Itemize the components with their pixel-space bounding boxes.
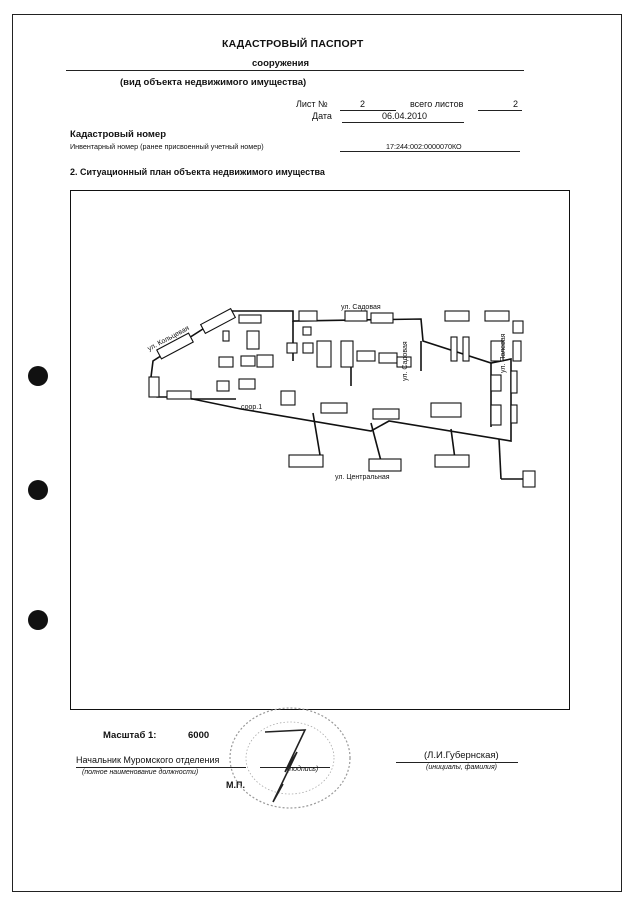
branch-line <box>370 422 382 462</box>
sheet-number: 2 <box>360 99 366 109</box>
building <box>378 352 398 364</box>
building <box>490 404 502 426</box>
position-hint: (полное наименование должности) <box>82 769 199 776</box>
signature-hint: (подпись) <box>287 766 319 773</box>
total-number: 2 <box>513 99 519 109</box>
responsible-name: (Л.И.Губернская) <box>424 750 499 761</box>
building <box>156 332 194 360</box>
building <box>430 402 462 418</box>
total-label: всего листов <box>410 99 464 109</box>
building <box>238 378 256 390</box>
street-central-label: ул. Центральная <box>335 474 390 481</box>
building <box>280 390 296 406</box>
section-title: 2. Ситуационный план объекта недвижимого… <box>70 167 325 177</box>
date-label: Дата <box>312 111 332 121</box>
total-number-line <box>478 110 522 111</box>
building <box>216 380 230 392</box>
date-value: 06.04.2010 <box>382 111 428 121</box>
building <box>396 356 412 368</box>
situational-plan: ул. Кольцевая ул. Садовая ул. Садовая ул… <box>70 190 570 710</box>
object-hint: (вид объекта недвижимого имущества) <box>120 77 307 88</box>
document-title: КАДАСТРОВЫЙ ПАСПОРТ <box>222 38 364 50</box>
building <box>368 458 402 472</box>
branch-line <box>312 412 322 462</box>
object-name: сооружения <box>252 58 309 69</box>
building <box>490 374 502 392</box>
inventory-line <box>340 151 520 152</box>
page-frame <box>12 14 622 892</box>
inventory-value: 17:244:002:0000070КО <box>386 142 462 151</box>
object-name-line <box>66 70 524 71</box>
building <box>512 320 524 334</box>
scale-value: 6000 <box>188 730 210 741</box>
building <box>522 470 536 488</box>
building <box>340 340 354 368</box>
street-sadovaya-top-label: ул. Садовая <box>341 304 381 311</box>
binder-hole-2 <box>28 480 48 500</box>
building <box>444 310 470 322</box>
cadastral-label: Кадастровый номер <box>70 129 167 140</box>
building <box>484 310 510 322</box>
name-hint: (инициалы, фамилия) <box>426 764 498 771</box>
stamp-label: М.П. <box>226 780 245 790</box>
building <box>302 342 314 354</box>
building <box>512 340 522 362</box>
building <box>288 454 324 468</box>
building <box>166 390 192 400</box>
scale-label: Масштаб 1: <box>103 730 157 741</box>
building <box>370 312 394 324</box>
building <box>450 336 458 362</box>
building <box>199 307 237 335</box>
binder-hole-1 <box>28 366 48 386</box>
building <box>256 354 274 368</box>
signature-line <box>260 767 330 768</box>
stamp-seal <box>229 707 351 809</box>
building <box>222 330 230 342</box>
building <box>246 330 260 350</box>
building <box>434 454 470 468</box>
plan-drawing: ул. Кольцевая ул. Садовая ул. Садовая ул… <box>147 304 536 488</box>
building <box>320 402 348 414</box>
building <box>148 376 160 398</box>
branch-line <box>450 428 456 460</box>
building <box>316 340 332 368</box>
branch-line <box>498 438 502 480</box>
name-line <box>396 762 518 763</box>
street-sadovaya-vert-label: ул. Садовая <box>402 341 409 381</box>
street-right-label: ул. Полевая <box>500 333 507 373</box>
binder-hole-3 <box>28 610 48 630</box>
signature-mark <box>264 729 307 803</box>
sheet-label: Лист № <box>296 99 328 109</box>
structure-label: соор.1 <box>241 404 262 411</box>
building <box>462 336 470 362</box>
sheet-number-line <box>340 110 396 111</box>
building <box>344 310 368 322</box>
building <box>510 404 518 424</box>
building <box>302 326 312 336</box>
building <box>490 340 504 362</box>
building <box>510 370 518 394</box>
date-line <box>342 122 464 123</box>
building <box>286 342 298 354</box>
position-line <box>76 767 246 768</box>
building <box>218 356 234 368</box>
building <box>298 310 318 322</box>
building <box>240 355 256 367</box>
building <box>356 350 376 362</box>
inventory-label: Инвентарный номер (ранее присвоенный уче… <box>70 142 264 151</box>
building <box>238 314 262 324</box>
position-text: Начальник Муромского отделения <box>76 755 220 765</box>
building <box>372 408 400 420</box>
